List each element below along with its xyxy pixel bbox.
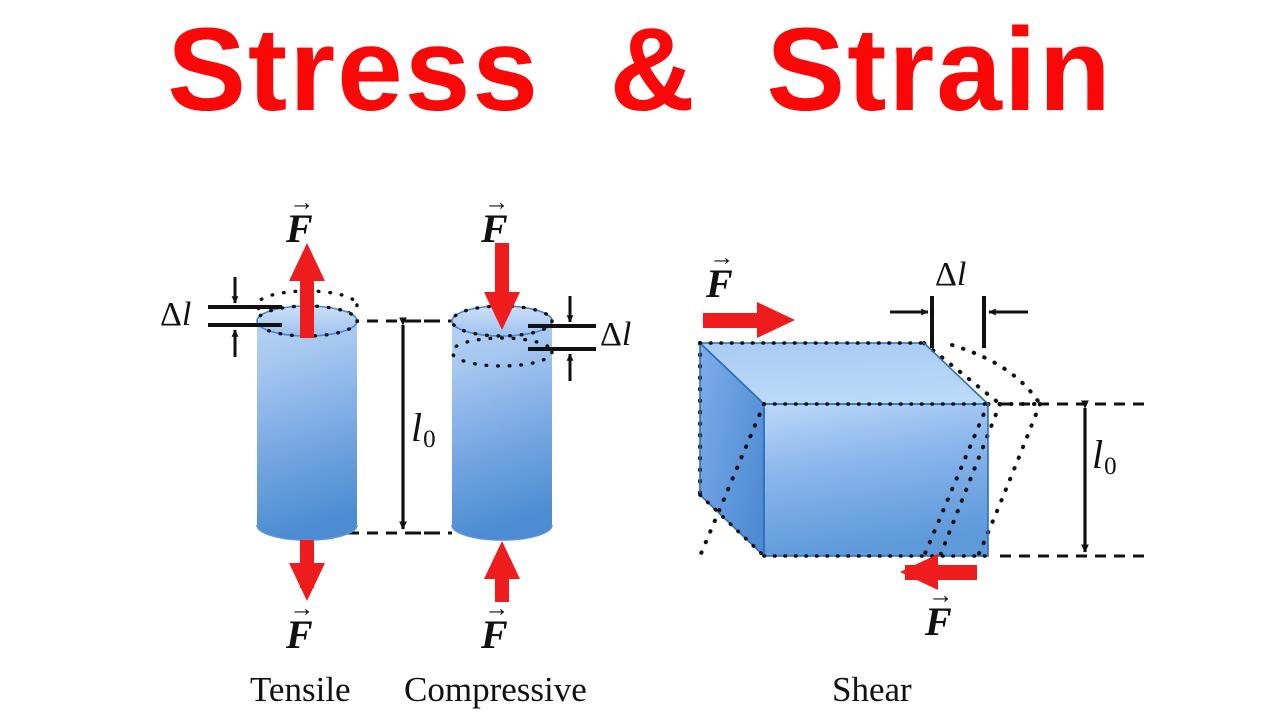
compressive-bottom-force-arrow bbox=[484, 541, 520, 602]
shear-box-dotted-edges bbox=[698, 341, 990, 558]
shear-box-top-face bbox=[700, 343, 988, 404]
shear-top-force-label: → F bbox=[706, 244, 734, 306]
shear-box-left-face bbox=[700, 343, 764, 556]
compressive-deformed-top-outline bbox=[450, 336, 554, 368]
tensile-delta-l-label: Δl bbox=[160, 296, 192, 333]
caption-tensile: Tensile bbox=[250, 670, 351, 709]
tensile-top-force-label: → F bbox=[286, 189, 314, 251]
tensile-bottom-force-label: → F bbox=[286, 595, 314, 657]
compressive-figure bbox=[410, 243, 596, 602]
compressive-delta-l-label: Δl bbox=[600, 316, 632, 353]
page-title: Stress & Strain bbox=[167, 4, 1113, 136]
shear-bottom-force-arrow bbox=[900, 554, 977, 590]
shear-figure bbox=[698, 296, 1148, 590]
tensile-bottom-force-arrow bbox=[289, 540, 325, 601]
tensile-figure bbox=[208, 243, 430, 601]
compressive-delta-l-dimension bbox=[528, 296, 596, 381]
shear-l0-label: l0 bbox=[1092, 432, 1117, 481]
tensile-delta-l-dimension bbox=[208, 277, 282, 357]
shear-box-front-face bbox=[764, 404, 988, 556]
caption-compressive: Compressive bbox=[404, 670, 587, 709]
tensile-cylinder-body bbox=[257, 321, 357, 540]
compressive-bottom-force-label: → F bbox=[481, 595, 509, 657]
shear-delta-l-label: Δl bbox=[935, 256, 967, 293]
tensile-top-force-arrow bbox=[289, 243, 325, 338]
tensile-l0-label: l0 bbox=[411, 405, 436, 454]
caption-shear: Shear bbox=[832, 670, 912, 709]
compressive-cylinder-body bbox=[452, 321, 552, 540]
compressive-top-force-arrow bbox=[484, 243, 520, 330]
shear-top-force-arrow bbox=[703, 302, 795, 338]
shear-bottom-force-label: → F bbox=[925, 582, 953, 644]
shear-delta-l-dimension bbox=[890, 296, 1028, 348]
compressive-top-force-label: → F bbox=[481, 189, 509, 251]
